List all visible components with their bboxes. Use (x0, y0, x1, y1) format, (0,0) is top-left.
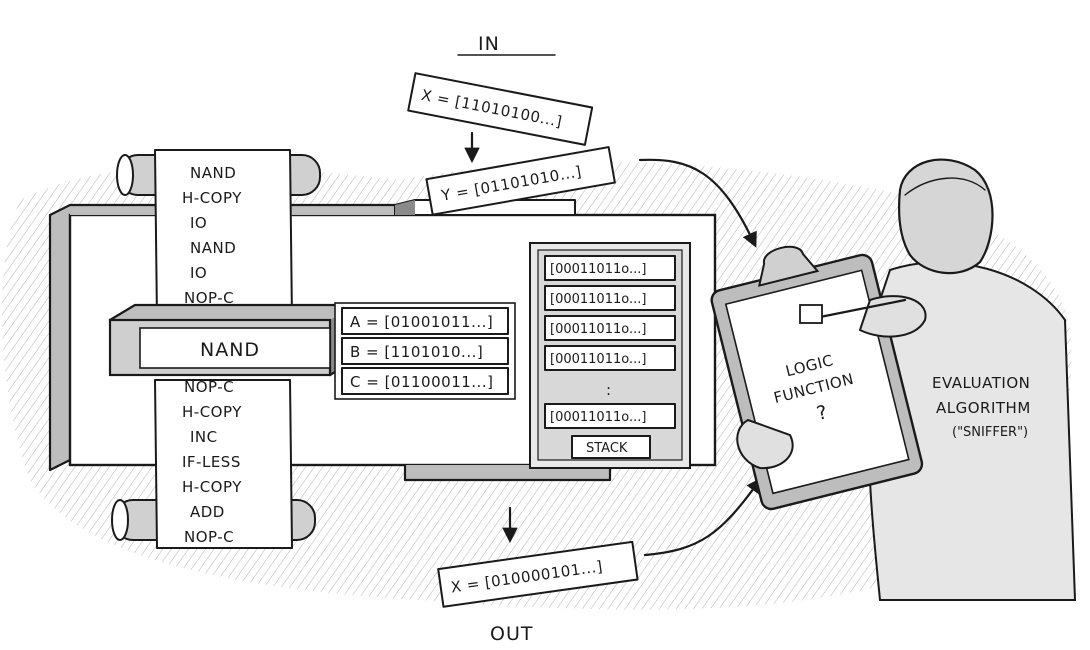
evaluator-label-3: ("SNIFFER") (952, 425, 1028, 440)
tape-top-0: NAND (190, 164, 236, 182)
clipboard-line-3: ? (815, 401, 831, 425)
tape-bottom-4: H-COPY (182, 478, 242, 496)
input-x-ticket: X = [11010100...] (407, 72, 594, 146)
in-label: IN (478, 33, 500, 55)
output-ticket: X = [010000101...] (437, 540, 639, 608)
stack-cell-ellipsis: : (606, 381, 612, 399)
tape-bottom-1: H-COPY (182, 403, 242, 421)
tape-bottom-2: INC (190, 428, 218, 446)
tape-bottom-6: NOP-C (184, 528, 234, 546)
register-c: C = [01100011...] (350, 373, 493, 391)
stack-cell-5: [00011011o...] (550, 410, 646, 425)
tape-top-4: IO (190, 264, 207, 282)
evaluator-label-1: EVALUATION (932, 374, 1030, 392)
stack-cell-3: [00011011o...] (550, 352, 646, 367)
arrow-output-to-evaluator (643, 477, 762, 557)
registers: A = [01001011...] B = [1101010...] C = [… (334, 302, 516, 400)
in-label-group: IN (457, 33, 556, 56)
tape-bottom-0: NOP-C (184, 378, 234, 396)
stack-cell-0: [00011011o...] (550, 262, 646, 277)
tape-bottom-5: ADD (190, 503, 225, 521)
tape-top-3: NAND (190, 239, 236, 257)
current-instruction: NAND (200, 339, 260, 361)
tape-top-1: H-COPY (182, 189, 242, 207)
out-label: OUT (490, 623, 533, 645)
evaluator-label-2: ALGORITHM (936, 399, 1031, 417)
stack-label: STACK (586, 441, 628, 456)
tape-top-5: NOP-C (184, 289, 234, 307)
register-b: B = [1101010...] (350, 343, 483, 361)
instruction-head: NAND (108, 303, 357, 377)
holding-hand (736, 418, 794, 470)
stack-cell-1: [00011011o...] (550, 292, 646, 307)
instruction-tape: NAND H-COPY IO NAND IO NOP-C NOP-C H-COP… (154, 149, 293, 549)
evaluator-label: EVALUATION ALGORITHM ("SNIFFER") (932, 374, 1031, 440)
evaluator-person (867, 158, 1077, 601)
tape-top-2: IO (190, 214, 207, 232)
register-a: A = [01001011...] (350, 313, 493, 331)
tape-bottom-3: IF-LESS (182, 453, 241, 471)
writing-hand (799, 295, 927, 338)
stack: [00011011o...] [00011011o...] [00011011o… (529, 242, 691, 469)
arrow-input-to-evaluator (638, 158, 757, 248)
stack-cell-2: [00011011o...] (550, 322, 646, 337)
